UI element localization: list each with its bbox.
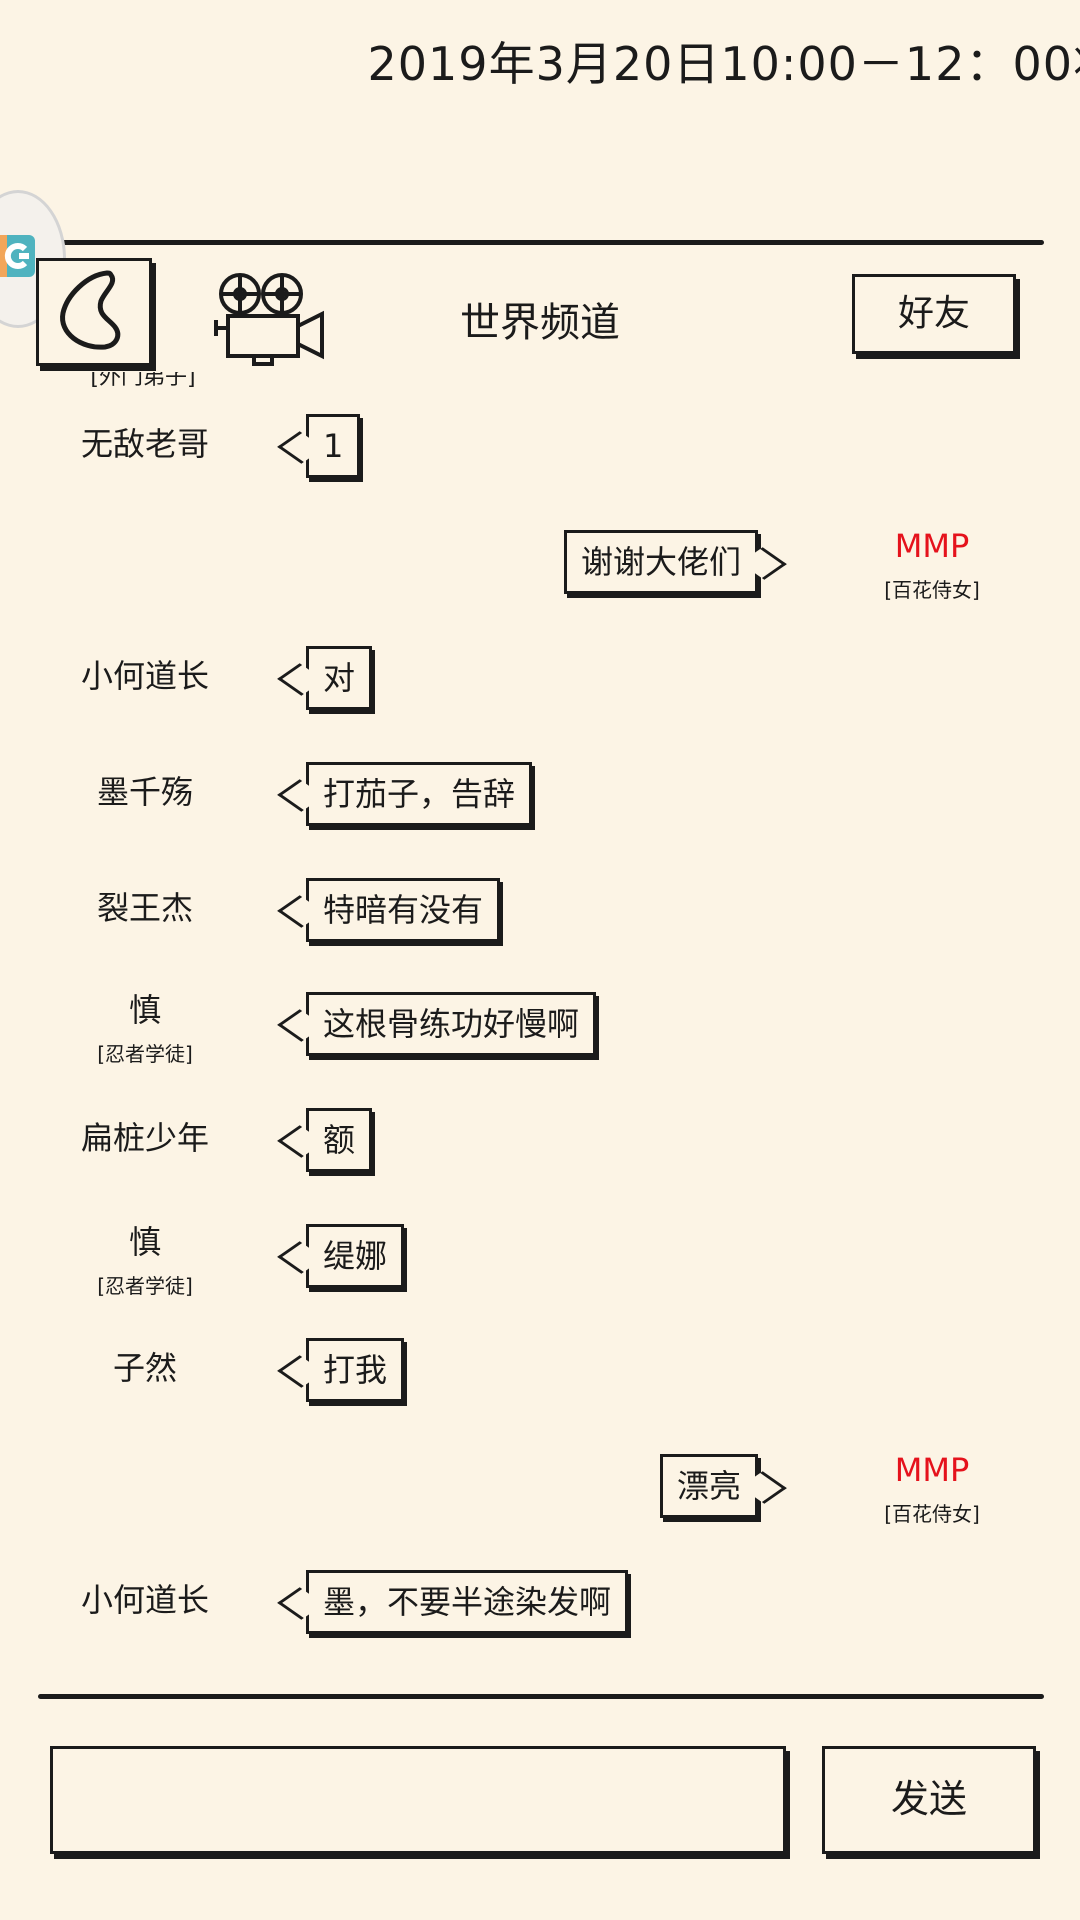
film-camera-icon[interactable] bbox=[210, 268, 330, 368]
sender-name[interactable]: 子然 bbox=[112, 1349, 177, 1387]
chat-message: 小何道长 墨，不要半途染发啊 bbox=[0, 1570, 1080, 1680]
message-bubble[interactable]: 墨，不要半途染发啊 bbox=[306, 1570, 629, 1634]
chat-list[interactable]: 无敌老哥 1 谢谢大佬们 MMP [百花侍女] 小何道长 对 墨千殇 打茄子，告… bbox=[0, 372, 1080, 1690]
message-bubble[interactable]: 特暗有没有 bbox=[306, 878, 501, 942]
message-bubble[interactable]: 谢谢大佬们 bbox=[563, 530, 758, 594]
app-shortcut-icon bbox=[0, 235, 35, 277]
chat-message: 裂王杰 特暗有没有 bbox=[0, 878, 1080, 988]
sender-name[interactable]: 无敌老哥 bbox=[80, 425, 209, 463]
chat-message: 墨千殇 打茄子，告辞 bbox=[0, 762, 1080, 872]
page-title: 世界频道 bbox=[460, 300, 620, 346]
composer-divider bbox=[38, 1694, 1044, 1699]
chat-message: 扁桩少年 额 bbox=[0, 1108, 1080, 1218]
back-button[interactable] bbox=[36, 258, 152, 366]
message-bubble[interactable]: 额 bbox=[306, 1108, 373, 1172]
sender-name[interactable]: 慎 bbox=[128, 991, 161, 1029]
chat-message-self: 谢谢大佬们 MMP [百花侍女] bbox=[0, 530, 1080, 640]
message-bubble[interactable]: 打茄子，告辞 bbox=[306, 762, 533, 826]
chat-message: 子然 打我 bbox=[0, 1338, 1080, 1448]
chat-message: 慎 [忍者学徒] 这根骨练功好慢啊 bbox=[0, 992, 1080, 1102]
friends-button[interactable]: 好友 bbox=[852, 274, 1016, 354]
sender-name[interactable]: 墨千殇 bbox=[96, 773, 193, 811]
message-bubble[interactable]: 漂亮 bbox=[659, 1454, 758, 1518]
sender-title: [百花侍女] bbox=[884, 578, 980, 602]
message-bubble[interactable]: 缇娜 bbox=[306, 1224, 405, 1288]
sender-name[interactable]: MMP bbox=[894, 527, 970, 565]
sender-title: [忍者学徒] bbox=[97, 1042, 193, 1066]
message-bubble[interactable]: 1 bbox=[306, 414, 361, 478]
sender-title: [忍者学徒] bbox=[97, 1274, 193, 1298]
sender-name[interactable]: 小何道长 bbox=[80, 1581, 209, 1619]
message-bubble[interactable]: 这根骨练功好慢啊 bbox=[306, 992, 597, 1056]
event-banner: 2019年3月20日10:00－12：00将 bbox=[367, 37, 1080, 91]
sender-name[interactable]: 慎 bbox=[128, 1223, 161, 1261]
message-input[interactable] bbox=[50, 1746, 786, 1854]
clipped-sender-tag: [外门弟子] bbox=[90, 372, 196, 390]
header-divider bbox=[38, 240, 1044, 245]
message-bubble[interactable]: 打我 bbox=[306, 1338, 405, 1402]
chat-message: 小何道长 对 bbox=[0, 646, 1080, 756]
chat-message: 慎 [忍者学徒] 缇娜 bbox=[0, 1224, 1080, 1334]
send-button[interactable]: 发送 bbox=[822, 1746, 1036, 1854]
sender-title: [百花侍女] bbox=[884, 1502, 980, 1526]
sender-name[interactable]: 扁桩少年 bbox=[80, 1119, 209, 1157]
chat-message: 无敌老哥 1 bbox=[0, 414, 1080, 524]
sender-name[interactable]: 裂王杰 bbox=[96, 889, 193, 927]
sender-name[interactable]: 小何道长 bbox=[80, 657, 209, 695]
message-bubble[interactable]: 对 bbox=[306, 646, 373, 710]
chat-message-self: 漂亮 MMP [百花侍女] bbox=[0, 1454, 1080, 1564]
sender-name[interactable]: MMP bbox=[894, 1451, 970, 1489]
heart-back-icon bbox=[60, 270, 121, 350]
